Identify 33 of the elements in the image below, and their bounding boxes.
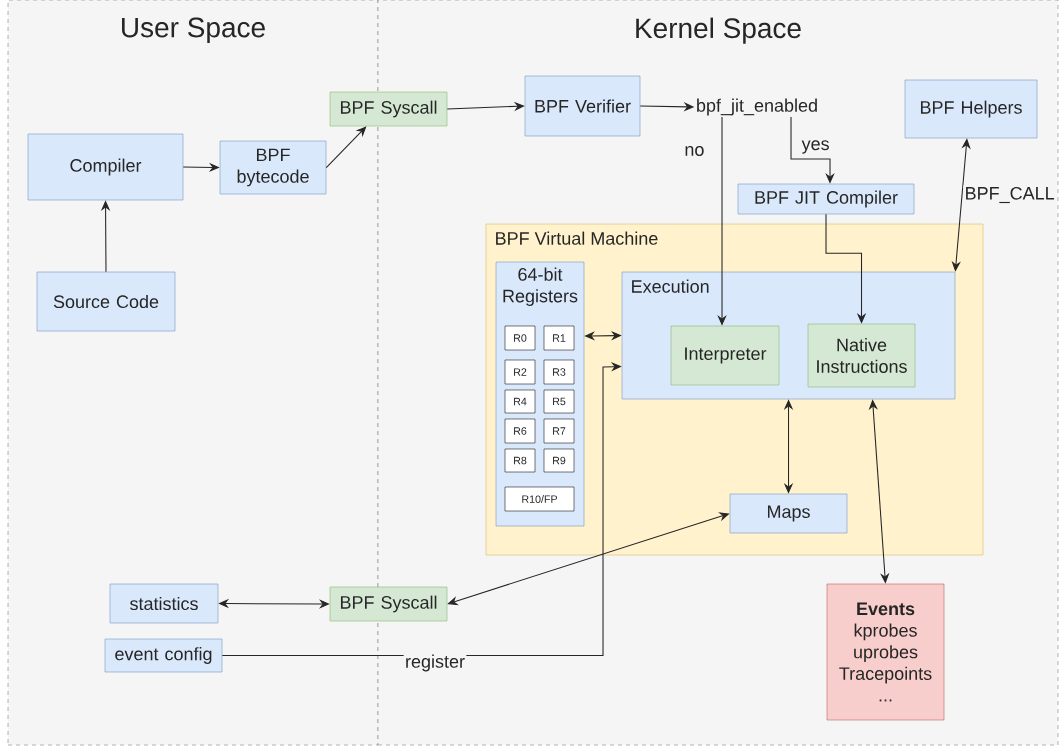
register-box: R6	[504, 418, 536, 444]
edge-label: register	[403, 653, 467, 673]
process-box: Compiler	[27, 133, 184, 201]
panel-title: BPF Virtual Machine	[496, 231, 658, 245]
register-box: R0	[504, 325, 536, 351]
register-box: R7	[543, 418, 575, 444]
register-box: R2	[504, 359, 536, 385]
register-box: R8	[504, 448, 536, 473]
register-box: R9	[543, 448, 575, 473]
syscall-box: BPF Syscall	[329, 91, 448, 127]
arrow	[325, 126, 367, 169]
process-box: Native Instructions	[807, 323, 916, 388]
process-box: statistics	[109, 583, 219, 624]
panel-title: 64-bit Registers	[503, 267, 578, 306]
process-box: BPF bytecode	[219, 140, 327, 195]
panel-title: Execution	[632, 279, 709, 293]
register-box: R3	[543, 359, 575, 385]
process-box: Interpreter	[670, 325, 780, 386]
process-box: BPF Helpers	[904, 79, 1038, 139]
event-box: Events kprobes uprobes Tracepoints ...	[826, 583, 945, 721]
process-box: Source Code	[36, 271, 176, 332]
register-box: R5	[543, 389, 575, 414]
register-box: R10/FP	[504, 486, 575, 512]
register-box: R1	[543, 325, 575, 351]
register-box: R4	[504, 389, 536, 414]
process-box: Maps	[729, 493, 848, 534]
syscall-box: BPF Syscall	[329, 586, 448, 622]
process-box: event config	[104, 638, 223, 673]
panel-title: Kernel Space	[636, 17, 801, 44]
process-box: BPF Verifier	[524, 75, 641, 137]
panel-title: User Space	[122, 17, 265, 43]
process-box: BPF JIT Compiler	[737, 183, 915, 215]
flag-text: bpf_jit_enabled	[697, 98, 817, 116]
